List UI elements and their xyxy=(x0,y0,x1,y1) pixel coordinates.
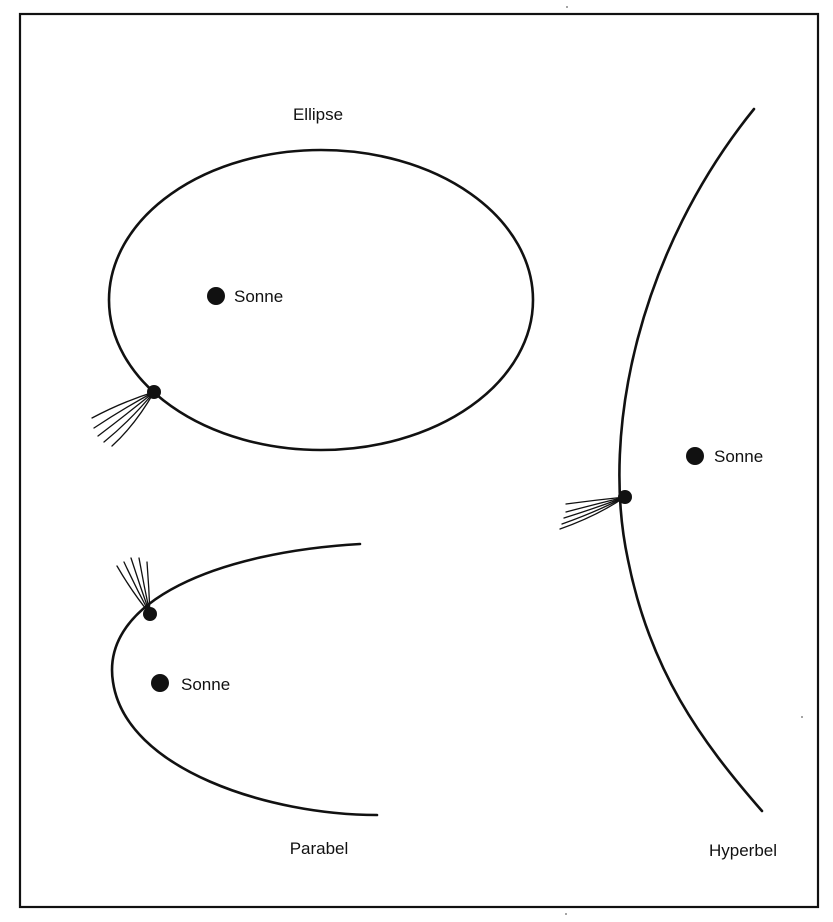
ellipse-orbit xyxy=(107,148,535,452)
hyperbola-orbit xyxy=(618,107,764,813)
hyperbola-sun xyxy=(686,447,704,465)
frame-border xyxy=(18,12,820,909)
speck xyxy=(565,913,567,915)
speck xyxy=(801,716,803,718)
ellipse-comet-head xyxy=(147,385,161,399)
speck xyxy=(566,6,568,8)
ellipse-sun-label: Sonne xyxy=(234,287,283,306)
parabola-label: Parabel xyxy=(290,839,349,858)
parabola-comet-head xyxy=(143,607,157,621)
ellipse-comet xyxy=(91,385,161,447)
parabola-sun-label: Sonne xyxy=(181,675,230,694)
hyperbola-group: Sonne Hyperbel xyxy=(559,107,777,860)
parabola-orbit xyxy=(110,542,379,817)
hyperbola-sun-label: Sonne xyxy=(714,447,763,466)
parabola-sun xyxy=(151,674,169,692)
parabola-comet xyxy=(116,557,157,621)
hyperbola-comet-head xyxy=(618,490,632,504)
parabola-group: Sonne Parabel xyxy=(110,542,379,858)
ellipse-group: Ellipse Sonne xyxy=(91,105,535,452)
ellipse-label: Ellipse xyxy=(293,105,343,124)
hyperbola-comet xyxy=(559,490,632,530)
hyperbola-label: Hyperbel xyxy=(709,841,777,860)
ellipse-sun xyxy=(207,287,225,305)
